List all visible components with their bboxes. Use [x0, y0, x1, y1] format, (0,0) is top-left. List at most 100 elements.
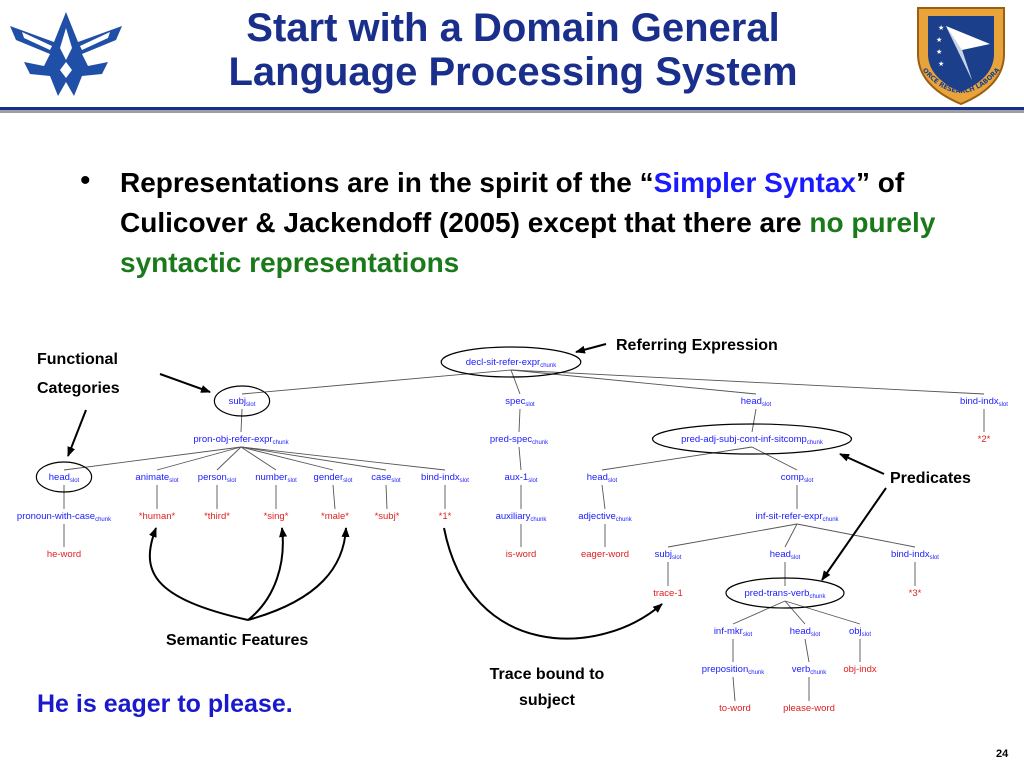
bullet-marker: •: [80, 164, 91, 197]
tree-edge: [156, 446, 242, 471]
referring-expression-label: Referring Expression: [616, 337, 778, 354]
highlight-ellipse-subj1: [213, 385, 271, 417]
svg-text:★: ★: [936, 48, 942, 56]
tree-node-pred-adj: pred-adj-subj-cont-inf-sitcompchunk: [681, 434, 824, 446]
tree-edge: [796, 523, 916, 548]
tree-node-verb: verbchunk: [792, 664, 827, 676]
tree-node-aux1: aux-1slot: [504, 472, 537, 484]
tree-node-head1: headslot: [741, 396, 772, 408]
bullet-text-part1: Representations are in the spirit of the…: [120, 167, 654, 198]
annotation-arrows: [67, 343, 887, 640]
arrow-to-pred-trans: [821, 487, 887, 581]
node-highlights: [35, 346, 853, 609]
tree-edge: [332, 484, 336, 510]
tree-node-male: *male*: [321, 511, 349, 522]
tree-node-adjective: adjectivechunk: [578, 511, 633, 523]
tree-node-pron-obj: pron-obj-refer-exprchunk: [193, 434, 289, 446]
tree-node-case: caseslot: [371, 472, 401, 484]
tree-node-subjv: *subj*: [375, 511, 400, 522]
tree-node-root: decl-sit-refer-exprchunk: [466, 357, 557, 369]
arrow-to-pred-adj: [839, 453, 885, 475]
title-line-1: Start with a Domain General: [246, 6, 780, 50]
semantic-features-label: Semantic Features: [166, 632, 309, 649]
tree-edge: [784, 600, 806, 625]
tree-node-please-word: please-word: [783, 703, 835, 714]
tree-node-trace1: trace-1: [653, 588, 683, 599]
highlight-ellipse-pred-adj: [651, 423, 853, 455]
tree-edge: [518, 408, 521, 433]
tree-node-to-word: to-word: [719, 703, 751, 714]
tree-node-head4: headslot: [770, 549, 801, 561]
bullet-point: Representations are in the spirit of the…: [120, 163, 1000, 283]
tree-edge: [784, 523, 798, 548]
tree-edge: [241, 369, 512, 395]
tree-nodes: decl-sit-refer-exprchunk subjslot specslot…: [17, 357, 1008, 714]
tree-edge: [601, 446, 753, 471]
tree-edges: [63, 369, 985, 702]
highlight-ellipse-head2: [35, 461, 93, 493]
tree-node-he-word: he-word: [47, 549, 81, 560]
tree-node-subj1: subjslot: [229, 396, 256, 408]
arrow-trace-to-1: [443, 527, 663, 640]
tree-node-two: *2*: [978, 434, 991, 445]
slide-title: Start with a Domain General Language Pro…: [150, 6, 876, 94]
tree-edge: [667, 523, 798, 548]
no-purely-syntactic-term: no purely syntactic representations: [120, 207, 936, 278]
highlight-ellipse-pred-trans: [725, 577, 845, 609]
tree-node-obj-indx: obj-indx: [843, 664, 877, 675]
tree-edge: [240, 446, 277, 471]
tree-node-pronoun-case: pronoun-with-casechunk: [17, 511, 112, 523]
tree-node-is-word: is-word: [506, 549, 537, 560]
tree-node-bindindx2: bind-indxslot: [421, 472, 469, 484]
tree-node-third: *third*: [204, 511, 230, 522]
page-number: 24: [996, 748, 1009, 760]
tree-edge: [784, 600, 861, 625]
predicates-label: Predicates: [890, 470, 971, 487]
tree-node-infmkr: inf-mkrslot: [714, 626, 753, 638]
tree-node-obj: objslot: [849, 626, 871, 638]
tree-node-bindindx1: bind-indxslot: [960, 396, 1008, 408]
tree-node-spec1: specslot: [505, 396, 535, 408]
arrow-to-human: [148, 527, 249, 621]
example-sentence: He is eager to please.: [37, 690, 293, 718]
svg-text:★: ★: [938, 24, 944, 32]
svg-text:★: ★: [936, 36, 942, 44]
tree-node-pred-trans: pred-trans-verbchunk: [745, 588, 827, 600]
functional-categories-label: Functional Categories: [37, 351, 120, 397]
tree-node-one: *1*: [439, 511, 452, 522]
title-divider: [0, 107, 1024, 113]
tree-node-subj2: subjslot: [655, 549, 682, 561]
arrow-to-subj: [159, 373, 211, 393]
tree-node-animate: animateslot: [135, 472, 178, 484]
tree-node-pred-spec: pred-specchunk: [490, 434, 549, 446]
svg-text:★: ★: [938, 60, 944, 68]
tree-edge: [240, 408, 243, 433]
tree-edge: [601, 484, 606, 510]
tree-node-preposition: prepositionchunk: [702, 664, 765, 676]
tree-node-head2: headslot: [49, 472, 80, 484]
title-line-2: Language Processing System: [228, 50, 798, 94]
arrow-to-male: [247, 527, 350, 621]
tree-edge: [240, 446, 446, 471]
tree-node-number: numberslot: [255, 472, 297, 484]
tree-edge: [751, 446, 798, 471]
tree-edge: [240, 446, 387, 471]
bullet-text-part2: ” of Culicover & Jackendoff (2005) excep…: [120, 167, 905, 238]
arrow-to-root: [575, 343, 607, 354]
tree-edge: [385, 484, 388, 510]
air-force-research-laboratory-seal: ★ ★ ★ ★ AIR FORCE RESEARCH LABORATORY: [906, 0, 1005, 106]
tree-edge: [751, 408, 757, 433]
tree-edge: [510, 369, 985, 395]
simpler-syntax-term: Simpler Syntax: [653, 167, 856, 198]
tree-edge: [63, 446, 242, 471]
tree-node-eager-word: eager-word: [581, 549, 629, 560]
tree-edge: [510, 369, 757, 395]
tree-node-head3: headslot: [587, 472, 618, 484]
tree-edge: [732, 676, 736, 702]
tree-node-head5: headslot: [790, 626, 821, 638]
tree-node-gender: genderslot: [314, 472, 353, 484]
highlight-ellipse-root: [440, 346, 582, 378]
arrow-to-head: [67, 409, 87, 457]
tree-node-person: personslot: [198, 472, 237, 484]
tree-edge: [510, 369, 521, 395]
